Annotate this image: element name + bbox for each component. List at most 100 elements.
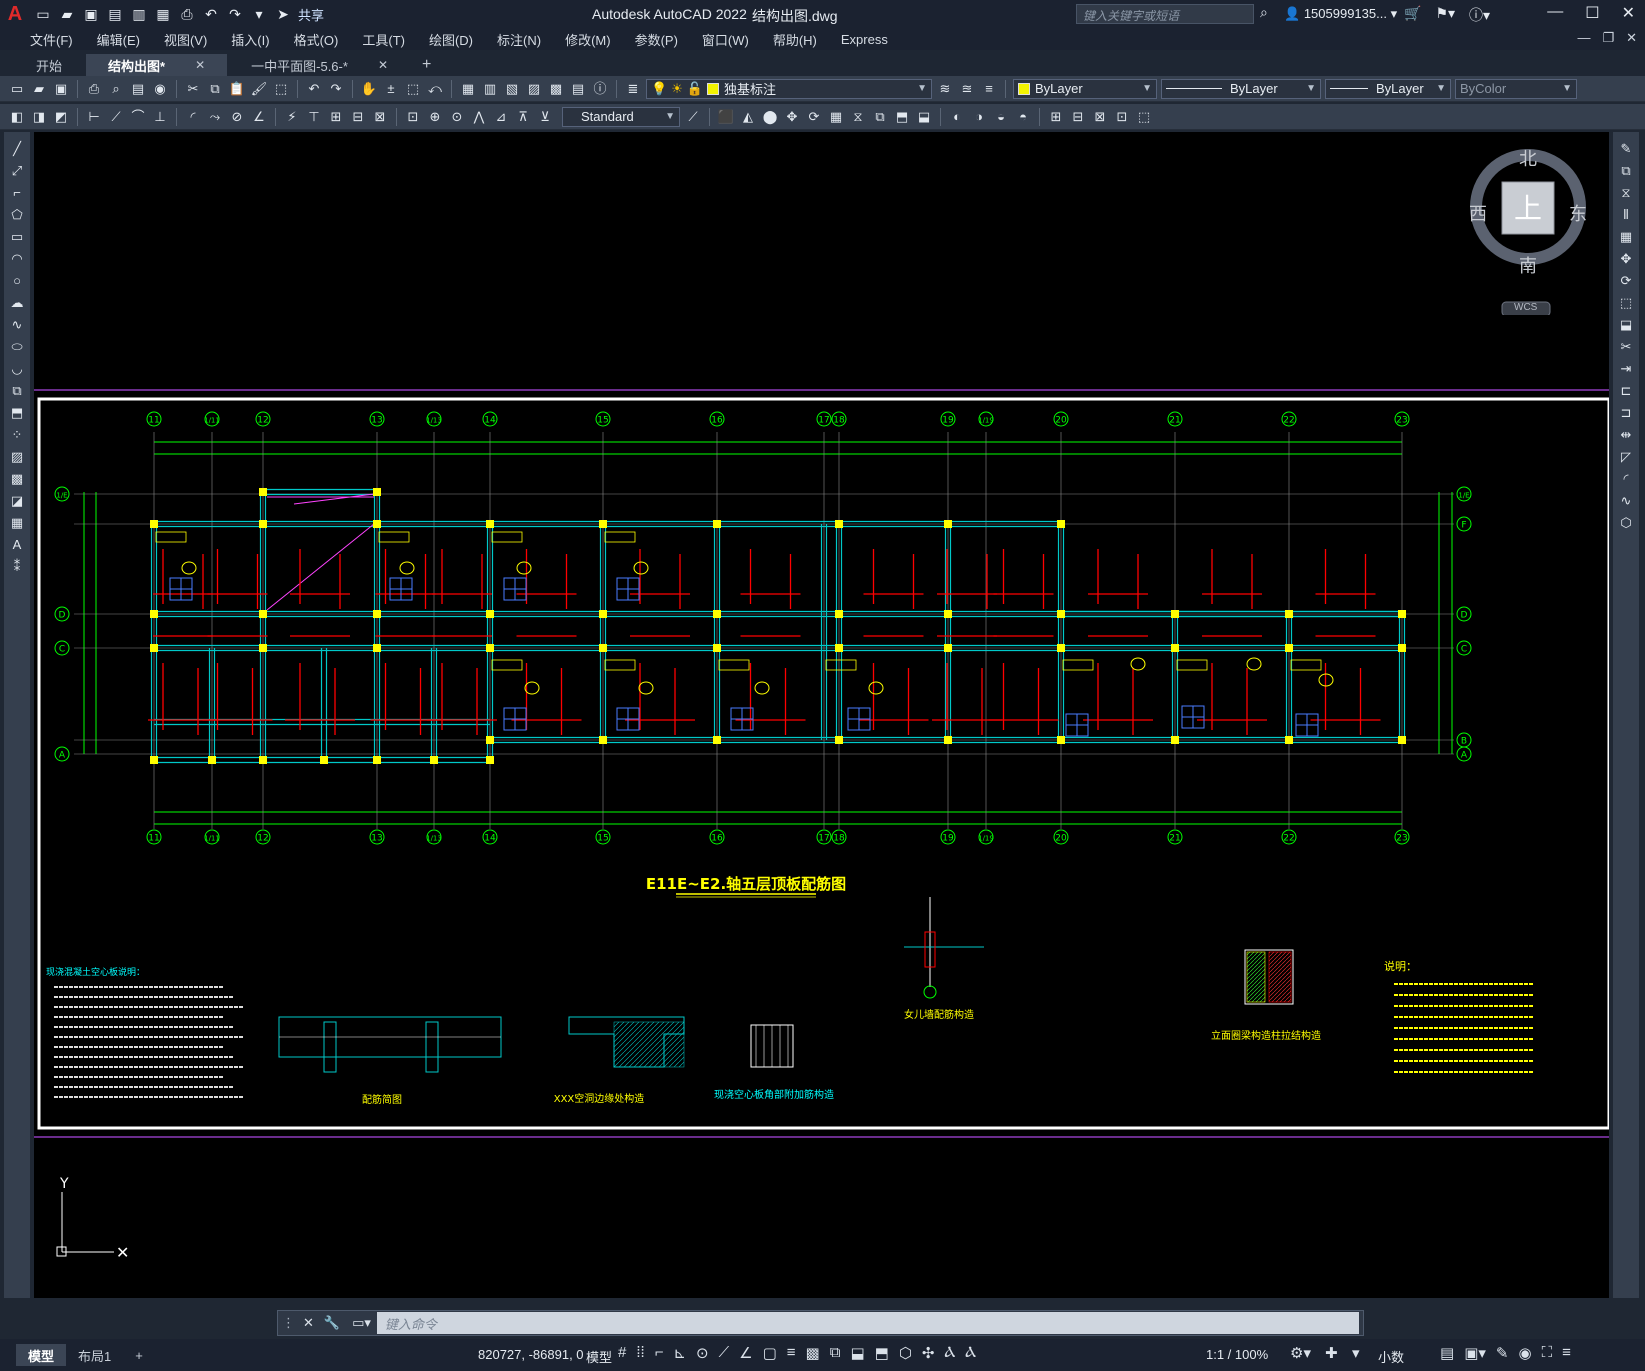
doc-minimize-icon[interactable]: —	[1577, 30, 1591, 45]
layer-state-icon[interactable]: ≡	[985, 80, 993, 96]
a360-icon[interactable]: ⚑▾	[1435, 5, 1456, 21]
dim-style-dropdown[interactable]: Standard ▼	[562, 106, 680, 127]
doc-restore-icon[interactable]: ❐	[1602, 30, 1615, 45]
search-input[interactable]: 键入关键字或短语	[1076, 4, 1254, 24]
tab-close-icon[interactable]: ✕	[195, 58, 206, 72]
mirror-icon[interactable]: ⧖	[1621, 185, 1631, 200]
lineweight-icon[interactable]: ≡	[786, 1344, 796, 1361]
circle-icon[interactable]: ○	[13, 273, 21, 288]
cmdline-close-icon[interactable]: ✕	[303, 1315, 314, 1330]
match-properties-icon[interactable]: 🖌	[250, 80, 268, 96]
dim-style-icon[interactable]: ⟋	[688, 108, 698, 124]
point-icon[interactable]: ⁘	[11, 427, 23, 442]
make-current-icon[interactable]: ≋	[939, 80, 951, 96]
open-web-icon[interactable]: ▥	[132, 5, 146, 22]
document-tab[interactable]: 一中平面图-5.6-*✕	[229, 54, 410, 76]
ucs-icon[interactable]: ⊞	[1050, 108, 1062, 124]
block-editor-icon[interactable]: ⬚	[274, 80, 288, 96]
dim-break-icon[interactable]: ⊠	[374, 108, 386, 124]
continue-dim-icon[interactable]: ⊞	[330, 108, 342, 124]
break-icon[interactable]: ⊐	[1620, 405, 1632, 420]
explode-icon[interactable]: ⬡	[1620, 515, 1632, 530]
add-selected-icon[interactable]: ⁑	[13, 559, 21, 574]
units-dropdown[interactable]: 小数	[1378, 1350, 1405, 1365]
plot-icon[interactable]: ⎙	[181, 5, 193, 22]
selection-cycling-icon[interactable]: ⧉	[829, 1344, 841, 1361]
arc-length-icon[interactable]: ⌒	[131, 108, 145, 124]
layer-dropdown[interactable]: 💡 ☀ 🔓 独基标注 ▼	[646, 78, 932, 99]
save-icon[interactable]: ▣	[54, 80, 68, 96]
menu-item[interactable]: 帮助(H)	[772, 32, 817, 48]
mtext-icon[interactable]: A	[12, 537, 22, 552]
spline-icon[interactable]: ∿	[11, 317, 23, 332]
polar-icon[interactable]: ⊙	[696, 1345, 709, 1362]
construction-line-icon[interactable]: ⤢	[11, 163, 23, 178]
command-input[interactable]: 键入命令	[376, 1312, 1359, 1334]
viewcube-west[interactable]: 西	[1469, 204, 1487, 224]
infer-icon[interactable]: ⌐	[654, 1344, 664, 1361]
dim-update-icon[interactable]: ⊻	[540, 108, 550, 124]
minimize-icon[interactable]: —	[1547, 3, 1564, 20]
break-at-point-icon[interactable]: ⊏	[1620, 383, 1632, 398]
3d-cylinder-icon[interactable]: ⬤	[762, 108, 778, 124]
clean-screen-icon[interactable]: ⛶	[1541, 1344, 1553, 1361]
undo-icon[interactable]: ↶	[308, 80, 320, 96]
line-icon[interactable]: ╱	[13, 141, 21, 156]
region-icon[interactable]: ◪	[10, 493, 24, 508]
gradient-icon[interactable]: ▩	[10, 471, 24, 486]
auto-scale-icon[interactable]: Ⲁ	[965, 1344, 977, 1361]
units-icon[interactable]: ▾	[1352, 1345, 1360, 1362]
extend-icon[interactable]: ⇥	[1620, 361, 1632, 376]
search-icon[interactable]: ⌕	[1260, 4, 1268, 20]
color-dropdown[interactable]: ByLayer ▼	[1013, 78, 1157, 99]
intersect-icon[interactable]: ◒	[997, 108, 1005, 124]
snap-icon[interactable]: ⁞⁞	[636, 1344, 645, 1361]
jogged-dim-icon[interactable]: ⤳	[209, 108, 221, 124]
table-icon[interactable]: ▦	[10, 515, 24, 530]
new-icon[interactable]: ▭	[10, 80, 24, 96]
ellipse-icon[interactable]: ⬭	[11, 339, 23, 354]
ellipse-arc-icon[interactable]: ◡	[11, 361, 23, 376]
erase-icon[interactable]: ✎	[1620, 141, 1632, 156]
ucs-object-icon[interactable]: ⬚	[1137, 108, 1151, 124]
menu-item[interactable]: 绘图(D)	[428, 32, 474, 48]
zoom-window-icon[interactable]: ⬚	[406, 80, 420, 96]
3d-move-icon[interactable]: ✥	[786, 108, 798, 124]
object-snap-icon[interactable]: ▢	[762, 1345, 777, 1362]
undo-icon[interactable]: ↶	[205, 5, 217, 22]
baseline-dim-icon[interactable]: ⊤	[308, 108, 320, 124]
rotate-icon[interactable]: ⟳	[1620, 273, 1632, 288]
open-icon[interactable]: ▰	[34, 80, 44, 96]
aligned-dim-icon[interactable]: ⟋	[111, 108, 121, 124]
menu-item[interactable]: 参数(P)	[634, 32, 678, 48]
calculator-icon[interactable]: ▤	[571, 80, 585, 96]
polyline-icon[interactable]: ⌐	[13, 185, 21, 200]
quick-dim-icon[interactable]: ⚡	[287, 108, 297, 124]
layout-tab[interactable]: 模型	[16, 1344, 67, 1366]
paste-icon[interactable]: 📋	[228, 80, 246, 96]
save-icon[interactable]: ▣	[84, 5, 98, 22]
array-icon[interactable]: ▦	[1619, 229, 1633, 244]
maximize-icon[interactable]: ☐	[1585, 5, 1600, 22]
angular-dim-icon[interactable]: ∠	[253, 108, 265, 124]
3d-align-icon[interactable]: ⧉	[875, 108, 885, 124]
dim-space-icon[interactable]: ⊟	[352, 108, 364, 124]
polygon-icon[interactable]: ⬠	[11, 207, 23, 222]
share-icon[interactable]: ➤	[277, 5, 289, 22]
ordinate-dim-icon[interactable]: ⊥	[154, 108, 166, 124]
menu-item[interactable]: 标注(N)	[497, 32, 542, 48]
linear-dim-icon[interactable]: ⊢	[88, 108, 100, 124]
tool-icon[interactable]: ◧	[10, 108, 24, 124]
close-icon[interactable]: ✕	[1621, 5, 1635, 22]
plot-icon[interactable]: ⎙	[88, 80, 100, 96]
copy-icon[interactable]: ⧉	[210, 80, 220, 96]
isodraft-icon[interactable]: ⟋	[718, 1344, 730, 1361]
lock-ui-icon[interactable]: ▣▾	[1464, 1345, 1486, 1362]
union-icon[interactable]: ◐	[953, 108, 961, 124]
transparency-icon[interactable]: ▩	[805, 1345, 820, 1362]
menu-item[interactable]: 格式(O)	[293, 32, 339, 48]
model-space-toggle[interactable]: 模型	[586, 1350, 613, 1365]
offset-icon[interactable]: ⫴	[1623, 207, 1629, 222]
viewcube-north[interactable]: 北	[1519, 149, 1537, 169]
new-tab-icon[interactable]: +	[422, 56, 432, 73]
